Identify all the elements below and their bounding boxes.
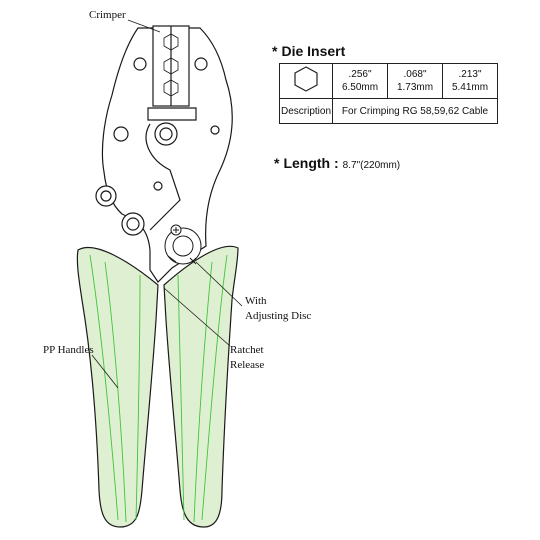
callout-adjusting-disc: Adjusting Disc — [245, 310, 312, 322]
die-size-1-inch: .256" — [348, 69, 372, 80]
length-line: *Length :8.7"(220mm) — [274, 155, 400, 171]
die-hex-mid — [163, 57, 179, 75]
die-size-2-mm: 1.73mm — [396, 82, 434, 93]
callout-release: Release — [230, 359, 265, 371]
hole-right — [210, 125, 220, 135]
leader-lines — [91, 19, 243, 389]
die-hex-bot — [163, 79, 179, 97]
pp-handles — [76, 245, 239, 528]
die-size-3-mm: 5.41mm — [451, 82, 489, 93]
die-size-1: .256" 6.50mm — [332, 63, 388, 99]
die-size-row: .256" 6.50mm .068" 1.73mm .213" 5.41mm — [279, 63, 498, 99]
callout-with: With — [245, 295, 267, 307]
leader-ratchet — [163, 287, 231, 347]
length-value: 8.7"(220mm) — [342, 160, 401, 171]
description-value: For Crimping RG 58,59,62 Cable — [332, 98, 498, 124]
leader-crimper — [127, 19, 161, 33]
rivet-top-right — [194, 57, 208, 71]
die-insert-title: Die Insert — [281, 43, 346, 59]
callout-pp-handles: PP Handles — [43, 344, 94, 356]
callout-crimper: Crimper — [89, 9, 126, 21]
leader-handles — [91, 354, 119, 389]
die-insert-star: * — [272, 43, 278, 59]
die-size-2-inch: .068" — [403, 69, 427, 80]
description-label: Description — [279, 98, 333, 124]
hole-left — [113, 126, 129, 142]
die-size-3-inch: .213" — [458, 69, 482, 80]
rivet-small — [153, 181, 163, 191]
length-label: Length — [283, 155, 331, 171]
adjusting-disc — [164, 224, 202, 265]
length-star: * — [274, 155, 280, 171]
pivot-large — [154, 122, 178, 146]
hexagon-icon — [294, 66, 318, 92]
die-hex-top — [163, 33, 179, 51]
die-insert-table: .256" 6.50mm .068" 1.73mm .213" 5.41mm D… — [279, 63, 498, 124]
die-insert-heading: *Die Insert — [272, 43, 345, 59]
die-size-1-mm: 6.50mm — [341, 82, 379, 93]
hex-cell — [279, 63, 333, 99]
length-colon: : — [334, 155, 339, 171]
pivot-low — [121, 212, 145, 236]
die-description-row: Description For Crimping RG 58,59,62 Cab… — [279, 98, 498, 124]
pivot-mid — [95, 185, 117, 207]
leader-adjusting — [195, 261, 243, 307]
right-handle — [163, 245, 239, 528]
tool-head — [95, 25, 233, 283]
die-size-3: .213" 5.41mm — [442, 63, 498, 99]
callout-ratchet: Ratchet — [230, 344, 264, 356]
rivet-top-left — [133, 57, 147, 71]
die-size-2: .068" 1.73mm — [387, 63, 443, 99]
